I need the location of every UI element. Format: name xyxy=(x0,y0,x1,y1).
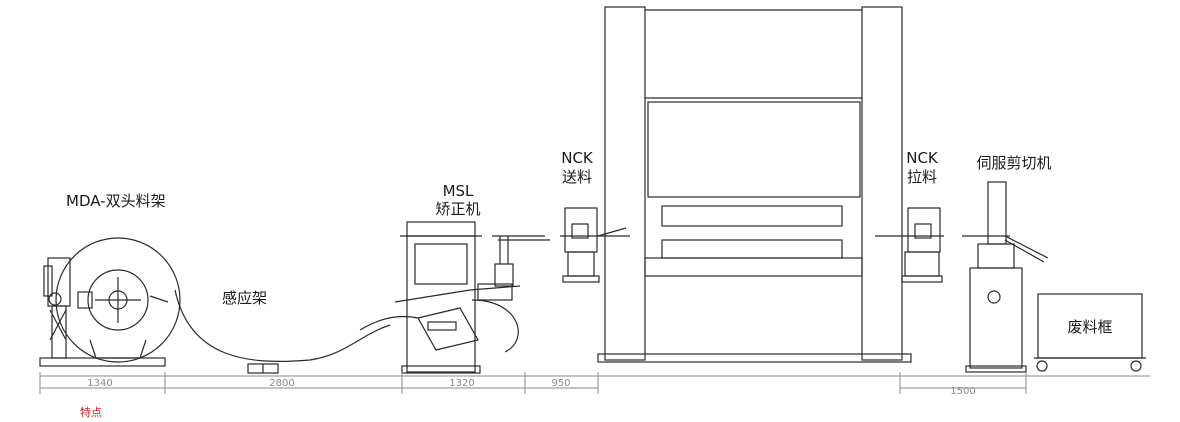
sensor-stand xyxy=(247,363,279,374)
coil-hub xyxy=(87,269,149,331)
label-straightener-1: MSL xyxy=(443,182,474,200)
strip-loop xyxy=(174,289,391,362)
label-decoiler: MDA-双头料架 xyxy=(66,192,166,210)
label-shear: 伺服剪切机 xyxy=(976,154,1051,172)
label-scrap-box: 废料框 xyxy=(1067,318,1112,336)
straightener xyxy=(359,221,550,374)
dimension-lines xyxy=(39,372,1150,394)
label-sensor: 感应架 xyxy=(222,289,267,307)
dim-straightener: 1320 xyxy=(449,378,474,389)
straightener-head xyxy=(417,307,479,351)
nck-feeder xyxy=(560,207,630,283)
dim-decoiler: 1340 xyxy=(87,378,112,389)
dim-gap: 950 xyxy=(551,378,570,389)
decoiler xyxy=(39,237,181,367)
label-feeder-2: 送料 xyxy=(562,168,592,186)
press xyxy=(597,6,912,363)
label-straightener-2: 矫正机 xyxy=(435,200,480,218)
note-text: 特点 xyxy=(80,405,102,418)
scrap-box xyxy=(1034,293,1146,372)
label-puller-1: NCK xyxy=(906,149,939,167)
dim-after-press: 1500 xyxy=(950,386,975,397)
coil-outer xyxy=(55,237,181,363)
servo-shear xyxy=(962,181,1049,373)
label-puller-2: 拉料 xyxy=(907,168,937,186)
dim-sensor: 2800 xyxy=(269,378,294,389)
label-feeder-1: NCK xyxy=(561,149,594,167)
nck-puller xyxy=(875,207,944,283)
